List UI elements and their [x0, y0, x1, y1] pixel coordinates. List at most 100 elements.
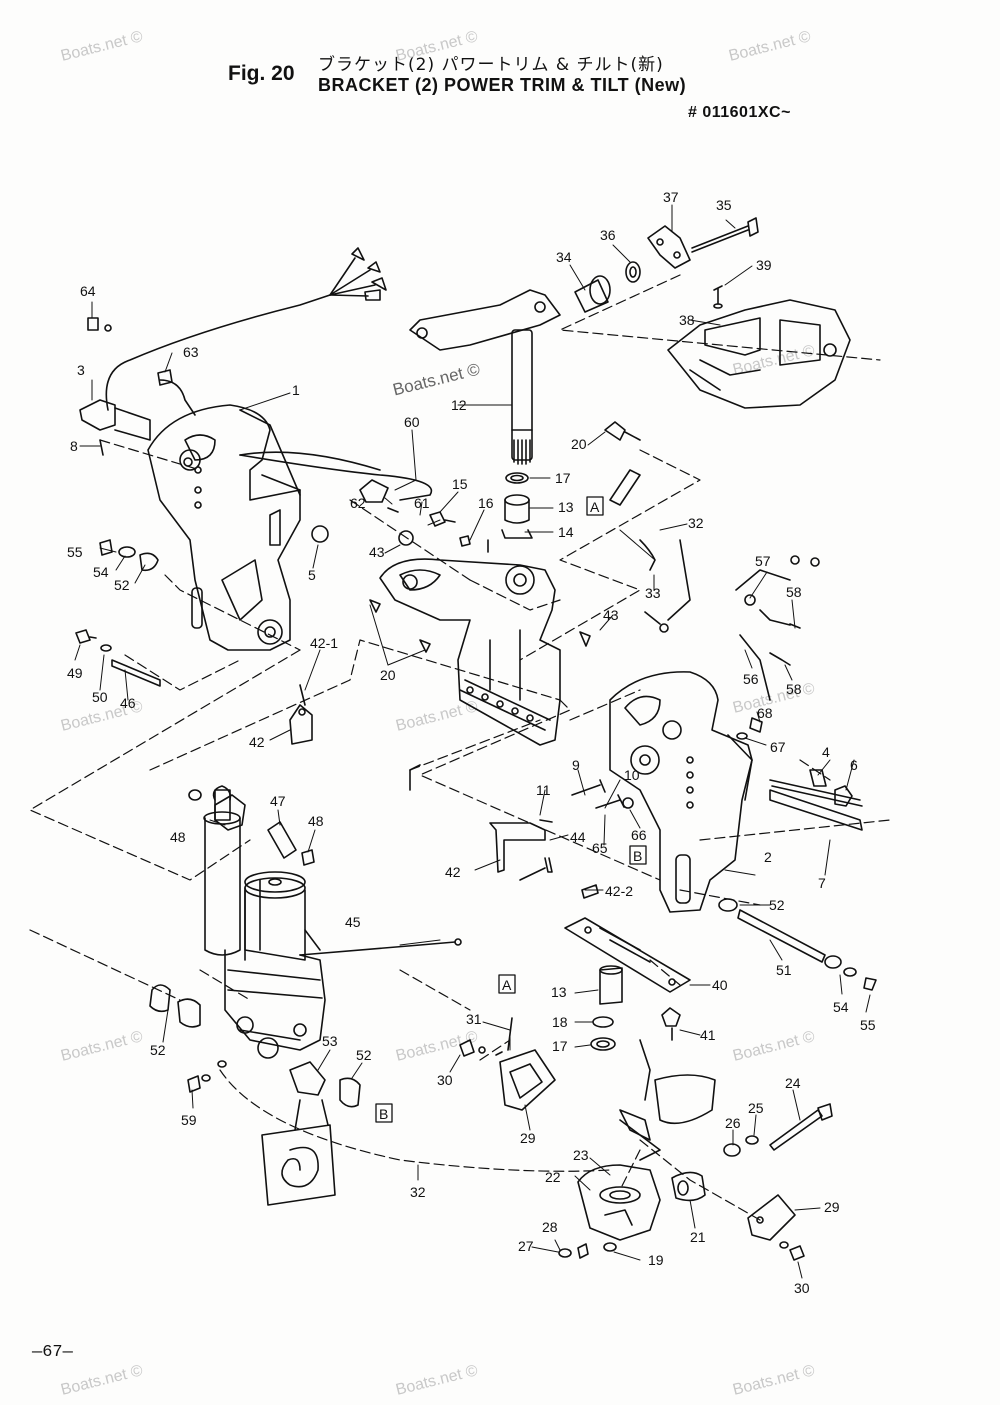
- callout-58: 58: [786, 584, 802, 600]
- callout-17: 17: [555, 470, 571, 486]
- callout-30: 30: [437, 1072, 453, 1088]
- reference-box-a: A: [498, 974, 516, 994]
- callout-10: 10: [624, 767, 640, 783]
- callout-18: 18: [552, 1014, 568, 1030]
- callout-50: 50: [92, 689, 108, 705]
- callout-32: 32: [688, 515, 704, 531]
- ref-a-label: A: [502, 977, 512, 993]
- callout-17: 17: [552, 1038, 568, 1054]
- callout-43: 43: [369, 544, 385, 560]
- callout-64: 64: [80, 283, 96, 299]
- callout-60: 60: [404, 414, 420, 430]
- reference-box-b: B: [629, 845, 647, 865]
- callout-47: 47: [270, 793, 286, 809]
- callout-3: 3: [77, 362, 85, 378]
- callout-63: 63: [183, 344, 199, 360]
- part-7-tilt-pin: [769, 789, 863, 831]
- callout-39: 39: [756, 257, 772, 273]
- callout-52: 52: [150, 1042, 166, 1058]
- parts-34-37-bushings-plate: [574, 217, 759, 313]
- callout-19: 19: [648, 1252, 664, 1268]
- part-38-bottom-cowl: [667, 299, 851, 409]
- callout-15: 15: [452, 476, 468, 492]
- part-1-left-bracket: [147, 404, 301, 651]
- callout-37: 37: [663, 189, 679, 205]
- callout-5: 5: [308, 567, 316, 583]
- callout-42: 42: [249, 734, 265, 750]
- callout-26: 26: [725, 1115, 741, 1131]
- callout-55: 55: [67, 544, 83, 560]
- ref-b-label: B: [633, 848, 642, 864]
- callout-38: 38: [679, 312, 695, 328]
- callout-52: 52: [114, 577, 130, 593]
- callout-29: 29: [824, 1199, 840, 1215]
- part-11-swivel-bracket: [379, 558, 561, 746]
- assembly-guide-lines: [29, 274, 891, 1221]
- callout-24: 24: [785, 1075, 801, 1091]
- reference-box-a: A: [586, 496, 604, 516]
- callout-41: 41: [700, 1027, 716, 1043]
- callout-44: 44: [570, 829, 586, 845]
- callout-56: 56: [743, 671, 759, 687]
- callout-32: 32: [410, 1184, 426, 1200]
- callout-54: 54: [833, 999, 849, 1015]
- callout-31: 31: [466, 1011, 482, 1027]
- callout-52: 52: [356, 1047, 372, 1063]
- callout-42: 42: [445, 864, 461, 880]
- callout-33: 33: [645, 585, 661, 601]
- callout-numbers: 1 2 3 4 5 6 7 8 9 10 11 12 13 13 14 15 1…: [67, 189, 876, 1296]
- detail-inset-box: [261, 1099, 336, 1206]
- callout-48: 48: [308, 813, 324, 829]
- callout-53: 53: [322, 1033, 338, 1049]
- callout-1: 1: [292, 382, 300, 398]
- callout-12: 12: [451, 397, 467, 413]
- callout-46: 46: [120, 695, 136, 711]
- ref-b-label: B: [379, 1106, 388, 1122]
- small-fasteners: [75, 317, 863, 899]
- callout-42-1: 42-1: [310, 635, 338, 651]
- callout-22: 22: [545, 1169, 561, 1185]
- callout-20: 20: [571, 436, 587, 452]
- callout-51: 51: [776, 962, 792, 978]
- callout-48: 48: [170, 829, 186, 845]
- callout-66: 66: [631, 827, 647, 843]
- part-12-steering-shaft: [409, 289, 561, 465]
- callout-45: 45: [345, 914, 361, 930]
- callout-6: 6: [850, 757, 858, 773]
- callout-28: 28: [542, 1219, 558, 1235]
- callout-52: 52: [769, 897, 785, 913]
- title-japanese: ブラケット(2) パワートリム & チルト(新): [318, 55, 664, 75]
- callout-20: 20: [380, 667, 396, 683]
- part-13-17-14-bushings: [501, 472, 533, 539]
- part-51-shaft: [718, 898, 877, 991]
- callout-68: 68: [757, 705, 773, 721]
- callout-7: 7: [818, 875, 826, 891]
- callout-57: 57: [755, 553, 771, 569]
- callout-58: 58: [786, 681, 802, 697]
- callout-54: 54: [93, 564, 109, 580]
- callout-65: 65: [592, 840, 608, 856]
- callout-11: 11: [536, 782, 551, 798]
- callout-55: 55: [860, 1017, 876, 1033]
- callout-9: 9: [572, 757, 580, 773]
- ref-a-label: A: [590, 499, 600, 515]
- callout-62: 62: [350, 495, 366, 511]
- page-number: —67—: [32, 1343, 73, 1362]
- callout-59: 59: [181, 1112, 197, 1128]
- reference-box-b: B: [375, 1103, 393, 1123]
- callout-21: 21: [690, 1229, 706, 1245]
- callout-2: 2: [764, 849, 772, 865]
- callout-13: 13: [558, 499, 574, 515]
- callout-4: 4: [822, 744, 830, 760]
- callout-36: 36: [600, 227, 616, 243]
- callout-29: 29: [520, 1130, 536, 1146]
- part-2-right-bracket: [609, 671, 753, 913]
- callout-23: 23: [573, 1147, 589, 1163]
- part-3-grommet: [79, 399, 151, 456]
- leader-lines: [74, 204, 871, 1279]
- callout-30: 30: [794, 1280, 810, 1296]
- lower-clamp-parts: [459, 965, 833, 1261]
- serial-range: # 011601XC~: [688, 104, 791, 121]
- part-60-wiring-harness: [105, 247, 433, 501]
